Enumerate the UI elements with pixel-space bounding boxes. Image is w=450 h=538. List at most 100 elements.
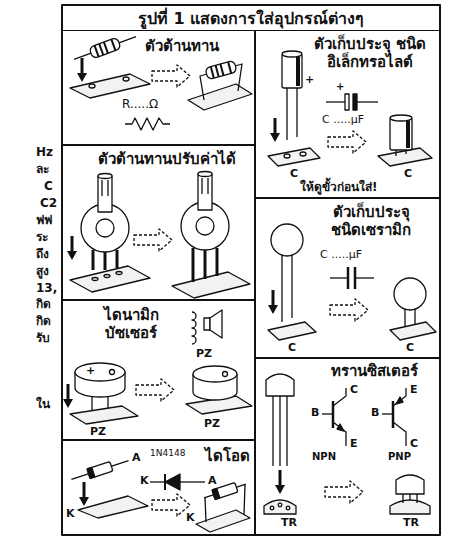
diode-figure — [165, 474, 180, 490]
resistor-figure — [216, 65, 219, 77]
ceramic-capacitor-figure — [414, 309, 415, 325]
electrolytic-capacitor-figure — [300, 152, 306, 156]
transistor-figure — [279, 396, 280, 466]
electrolytic-capacitor-figure — [296, 57, 300, 86]
margin-text: ระ — [36, 231, 48, 245]
panel-heading: ตัวต้านทานปรับค่าได้ — [79, 150, 254, 168]
transistor-figure — [272, 396, 273, 466]
transistor-figure — [333, 388, 346, 406]
transistor-figure — [402, 494, 403, 503]
buzzer-figure — [70, 406, 138, 424]
electrolytic-capacitor-figure — [328, 131, 366, 153]
buzzer-figure — [136, 379, 174, 401]
transistor-figure — [286, 396, 287, 466]
margin-text: Hz — [36, 146, 53, 160]
ceramic-capacitor-figure — [291, 255, 292, 318]
buzzer-figure — [193, 366, 237, 382]
ceramic-capacitor-figure — [268, 290, 278, 314]
polarity-mark: + — [86, 365, 95, 378]
illustration — [62, 5, 440, 535]
transistor-figure — [264, 500, 296, 514]
potentiometer-figure — [134, 229, 172, 251]
electrolytic-capacitor-figure — [282, 51, 302, 57]
margin-text: C2 — [40, 197, 57, 211]
symbol-label: PZ — [196, 348, 212, 361]
ceramic-capacitor-figure — [330, 277, 348, 278]
potentiometer-figure — [67, 172, 250, 299]
panel-heading: ตัวเก็บประจุ ชนิดอิเล็กทรอไลต์ — [303, 35, 437, 71]
resistor-figure — [94, 45, 98, 56]
potentiometer-figure — [204, 250, 207, 279]
capacitor-value: C .....µF — [322, 114, 364, 127]
pad-label: PZ — [90, 426, 106, 439]
pin-name: E — [410, 384, 418, 397]
ceramic-capacitor-figure — [390, 322, 436, 340]
electrolytic-capacitor-figure — [378, 148, 432, 166]
potentiometer-figure — [198, 174, 212, 210]
margin-text: กิด — [36, 315, 51, 329]
transistor-figure — [393, 388, 406, 406]
electrolytic-capacitor-figure — [357, 101, 378, 102]
potentiometer-figure — [116, 272, 122, 275]
resistor-figure — [99, 44, 103, 55]
diode-figure — [205, 497, 206, 522]
panel-heading: ไดนามิก บัซเซอร์ — [96, 306, 166, 342]
transistor-figure — [275, 470, 285, 494]
diode-figure — [87, 467, 95, 478]
buzzer-figure — [63, 384, 73, 408]
electrolytic-capacitor-figure — [353, 94, 357, 110]
potentiometer-figure — [101, 180, 102, 196]
diode-figure — [152, 494, 190, 516]
potentiometer-figure — [98, 174, 112, 179]
diode-figure — [196, 510, 250, 532]
potentiometer-figure — [96, 219, 114, 237]
pad-label: C — [288, 342, 296, 355]
diode-figure — [150, 481, 165, 482]
potentiometer-figure — [70, 266, 150, 292]
transistor-figure — [333, 422, 346, 446]
potentiometer-figure — [216, 248, 219, 276]
resistor-value: R.....Ω — [122, 98, 158, 112]
ceramic-capacitor-figure — [355, 277, 374, 278]
ceramic-capacitor-figure — [394, 278, 426, 310]
resistor-figure — [123, 77, 129, 81]
capacitor-value: C .....µF — [320, 249, 362, 262]
electrolytic-capacitor-figure — [268, 148, 320, 166]
resistor-figure — [111, 39, 115, 50]
pin-name: A — [208, 475, 217, 488]
potentiometer-figure — [107, 180, 108, 196]
diode-figure — [212, 488, 220, 499]
transistor-figure — [325, 481, 363, 503]
coil-symbol — [192, 312, 196, 344]
pin-name: B — [371, 407, 379, 420]
transistor-figure — [286, 506, 290, 510]
type-label: PNP — [388, 451, 411, 463]
potentiometer-figure — [196, 217, 214, 235]
pin-name: C — [410, 438, 418, 451]
ceramic-capacitor-panel: ตัวเก็บประจุ ชนิดเซรามิก — [255, 198, 440, 358]
pin-name: B — [311, 407, 319, 420]
margin-text: C — [44, 180, 53, 194]
transistor-figure — [396, 397, 403, 404]
pin-name: K — [186, 512, 195, 525]
ceramic-capacitor-figure — [404, 309, 405, 327]
potentiometer-figure — [92, 250, 95, 270]
electrolytic-capacitor-figure — [406, 121, 410, 148]
buzzer-figure — [107, 397, 108, 408]
pin-name: A — [132, 452, 141, 465]
resistor-figure — [70, 74, 150, 98]
potentiometer-figure — [192, 248, 195, 282]
buzzer-figure — [75, 363, 125, 381]
pin-name: C — [350, 384, 358, 397]
margin-text: ใน — [36, 398, 50, 412]
diode-figure — [71, 461, 128, 480]
transistor-figure — [322, 413, 333, 414]
part-number: 1N4148 — [150, 448, 185, 458]
electrolytic-capacitor-figure — [405, 150, 406, 154]
electrolytic-capacitor-figure — [395, 150, 396, 156]
warning-note: ให้ดูขั้วก่อนใส่! — [300, 181, 377, 195]
transistor-figure — [266, 374, 294, 396]
resistor-figure — [89, 37, 121, 59]
margin-text: กิด — [36, 298, 51, 312]
